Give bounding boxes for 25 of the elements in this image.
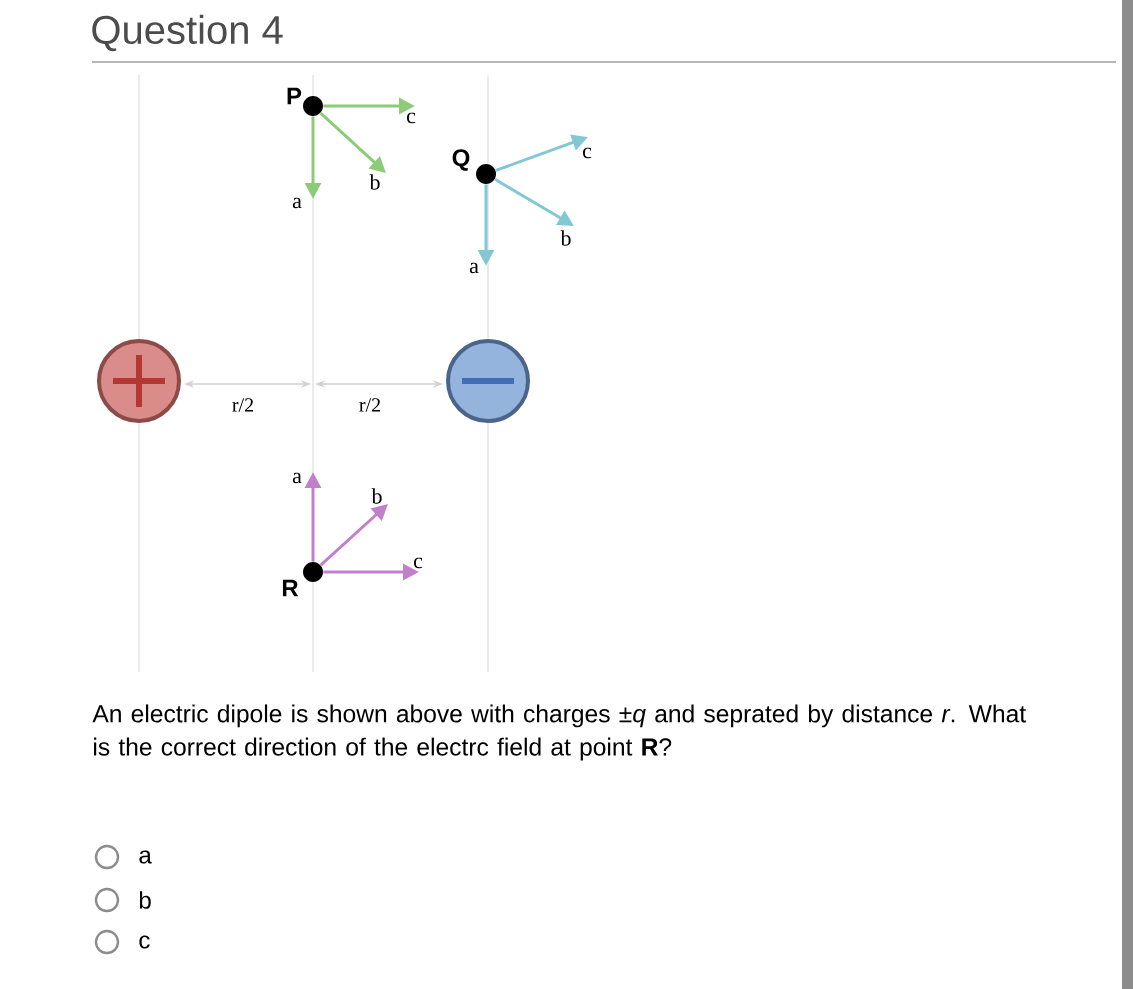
dimension-label: r/2 <box>232 398 253 412</box>
arrow-label: c <box>583 147 592 159</box>
option-label: c <box>139 935 150 949</box>
dimension-label: r/2 <box>359 398 381 412</box>
charge-drawing <box>446 339 530 423</box>
charge-drawing <box>97 339 181 423</box>
question-text: An electric dipole is shown above with charges ±q and seprated by distance r. What is the correct direction of the electrc field at point R? <box>92 704 1026 761</box>
point-dot <box>476 164 496 184</box>
point-dot <box>303 96 323 116</box>
arrow-label: a <box>292 197 302 209</box>
arrow-label: b <box>369 174 380 190</box>
option-label: a <box>139 850 152 864</box>
arrow-label: b <box>371 488 382 504</box>
point-label: R <box>282 579 299 597</box>
point-label: Q <box>452 149 470 171</box>
arrow-label: a <box>469 262 479 274</box>
option-label: b <box>139 891 151 909</box>
question-title: Question 4 <box>92 14 283 52</box>
arrow-label: b <box>560 230 571 246</box>
arrow-label: c <box>406 112 416 124</box>
arrow-label: c <box>413 557 423 569</box>
arrow-label: a <box>292 472 302 484</box>
point-dot <box>303 562 323 582</box>
arrow <box>319 111 386 173</box>
point-label: P <box>287 87 302 105</box>
